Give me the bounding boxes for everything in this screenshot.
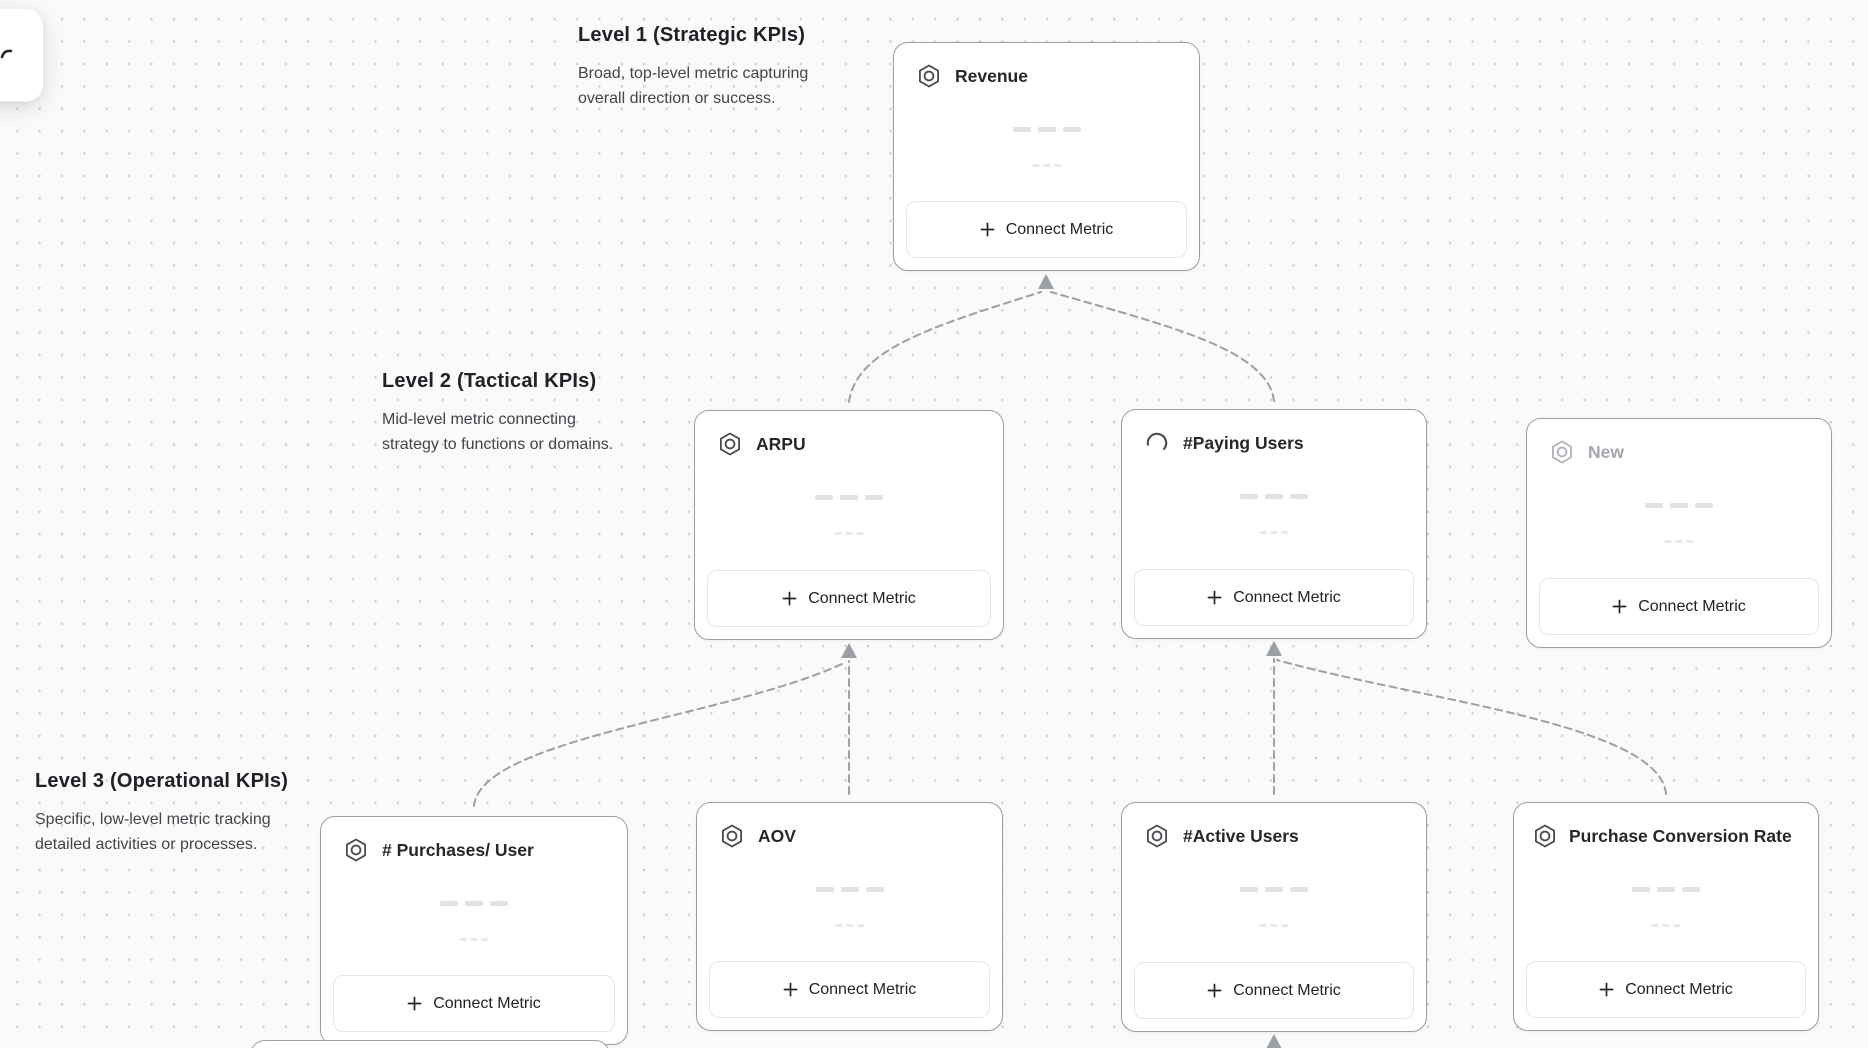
node-title: #Paying Users — [1183, 432, 1304, 453]
edge-purchasesuser-to-arpu — [473, 661, 847, 807]
node-header: #Active Users — [1122, 803, 1426, 849]
level-1-label: Level 1 (Strategic KPIs) Broad, top-leve… — [578, 24, 808, 111]
level-1-description: Broad, top-level metric capturing overal… — [578, 65, 809, 107]
node-title: AOV — [758, 825, 796, 846]
hexagon-nut-icon — [1144, 823, 1170, 849]
arrowhead-revenue — [1038, 274, 1054, 289]
spinner-icon — [1144, 430, 1170, 456]
skeleton-row — [815, 495, 883, 500]
metric-node-purchase-conversion-rate[interactable]: Purchase Conversion Rate Connect Metric — [1513, 802, 1819, 1031]
floating-toolbar[interactable] — [0, 8, 44, 102]
edge-pcr-to-payingusers — [1276, 659, 1667, 795]
skeleton-row-small — [1259, 531, 1289, 534]
connect-metric-label: Connect Metric — [1233, 981, 1341, 999]
level-2-title: Level 2 (Tactical KPIs) — [382, 370, 597, 392]
connect-metric-button[interactable]: Connect Metric — [906, 201, 1187, 258]
plus-icon — [782, 591, 797, 606]
plus-icon — [1207, 590, 1222, 605]
metric-node-new[interactable]: New Connect Metric — [1526, 418, 1832, 648]
skeleton-row-small — [835, 924, 864, 927]
edge-arpu-to-revenue — [848, 291, 1042, 403]
node-header: #Paying Users — [1122, 410, 1426, 456]
level-3-label: Level 3 (Operational KPIs) Specific, low… — [35, 770, 288, 857]
node-title: ARPU — [756, 433, 806, 454]
level-3-title: Level 3 (Operational KPIs) — [35, 770, 289, 792]
connect-metric-button[interactable]: Connect Metric — [333, 975, 615, 1032]
node-header: New — [1527, 419, 1831, 465]
skeleton-row — [1632, 887, 1700, 892]
connect-metric-label: Connect Metric — [808, 980, 917, 998]
node-title: Purchase Conversion Rate — [1569, 825, 1792, 846]
skeleton-row — [440, 901, 508, 906]
hexagon-nut-icon — [1549, 439, 1575, 465]
connect-metric-label: Connect Metric — [808, 589, 916, 607]
connect-metric-button[interactable]: Connect Metric — [1526, 961, 1806, 1018]
level-2-label: Level 2 (Tactical KPIs) Mid-level metric… — [382, 370, 613, 457]
node-header: Revenue — [894, 43, 1199, 89]
connect-metric-button[interactable]: Connect Metric — [709, 961, 990, 1018]
connect-metric-label: Connect Metric — [433, 994, 541, 1012]
node-header: ARPU — [695, 411, 1003, 457]
metric-node-arpu[interactable]: ARPU Connect Metric — [694, 410, 1004, 640]
skeleton-row — [1012, 127, 1081, 132]
connect-metric-label: Connect Metric — [1233, 588, 1341, 606]
plus-icon — [980, 222, 995, 237]
skeleton-row — [1240, 494, 1308, 499]
skeleton-row — [815, 887, 884, 892]
hexagon-nut-icon — [343, 837, 369, 863]
skeleton-row-small — [1651, 924, 1681, 927]
plus-icon — [1612, 599, 1627, 614]
skeleton-row — [1240, 887, 1308, 892]
skeleton-row-small — [459, 938, 489, 941]
skeleton-row-small — [1664, 540, 1694, 543]
level-1-title: Level 1 (Strategic KPIs) — [578, 24, 806, 46]
connect-metric-label: Connect Metric — [1625, 980, 1733, 998]
hexagon-nut-icon — [916, 63, 942, 89]
metric-node-purchases-per-user[interactable]: # Purchases/ User Connect Metric — [320, 816, 628, 1045]
connect-metric-button[interactable]: Connect Metric — [1134, 962, 1414, 1019]
edge-payingusers-to-revenue — [1050, 291, 1275, 402]
metric-node-paying-users[interactable]: #Paying Users Connect Metric — [1121, 409, 1427, 639]
cursor-tool-icon — [0, 49, 13, 59]
connect-metric-label: Connect Metric — [1638, 597, 1746, 615]
node-title: # Purchases/ User — [382, 839, 534, 860]
node-title: #Active Users — [1183, 825, 1299, 846]
hexagon-nut-icon — [717, 431, 743, 457]
arrowhead-activeusers — [1266, 1034, 1282, 1048]
metric-node-aov[interactable]: AOV Connect Metric — [696, 802, 1003, 1031]
level-3-description: Specific, low-level metric tracking deta… — [35, 811, 271, 853]
skeleton-row-small — [834, 532, 864, 535]
node-title: Revenue — [955, 65, 1028, 86]
plus-icon — [783, 982, 798, 997]
connect-metric-label: Connect Metric — [1005, 220, 1114, 238]
skeleton-row — [1645, 503, 1713, 508]
metric-node-active-users[interactable]: #Active Users Connect Metric — [1121, 802, 1427, 1032]
plus-icon — [1207, 983, 1222, 998]
metric-node-revenue[interactable]: Revenue Connect Metric — [893, 42, 1200, 271]
skeleton-row-small — [1032, 164, 1061, 167]
node-header: # Purchases/ User — [321, 817, 627, 863]
connect-metric-button[interactable]: Connect Metric — [707, 570, 991, 627]
node-title: New — [1588, 441, 1624, 462]
plus-icon — [407, 996, 422, 1011]
level-2-description: Mid-level metric connecting strategy to … — [382, 411, 614, 453]
metric-node-partial-bottom[interactable] — [250, 1040, 610, 1048]
hexagon-nut-icon — [1532, 823, 1558, 849]
connect-metric-button[interactable]: Connect Metric — [1134, 569, 1414, 626]
connect-metric-button[interactable]: Connect Metric — [1539, 578, 1819, 635]
plus-icon — [1599, 982, 1614, 997]
hexagon-nut-icon — [719, 823, 745, 849]
node-header: Purchase Conversion Rate — [1514, 803, 1818, 849]
arrowhead-arpu — [841, 643, 857, 658]
arrowhead-payingusers — [1266, 641, 1282, 656]
node-header: AOV — [697, 803, 1002, 849]
skeleton-row-small — [1259, 924, 1289, 927]
